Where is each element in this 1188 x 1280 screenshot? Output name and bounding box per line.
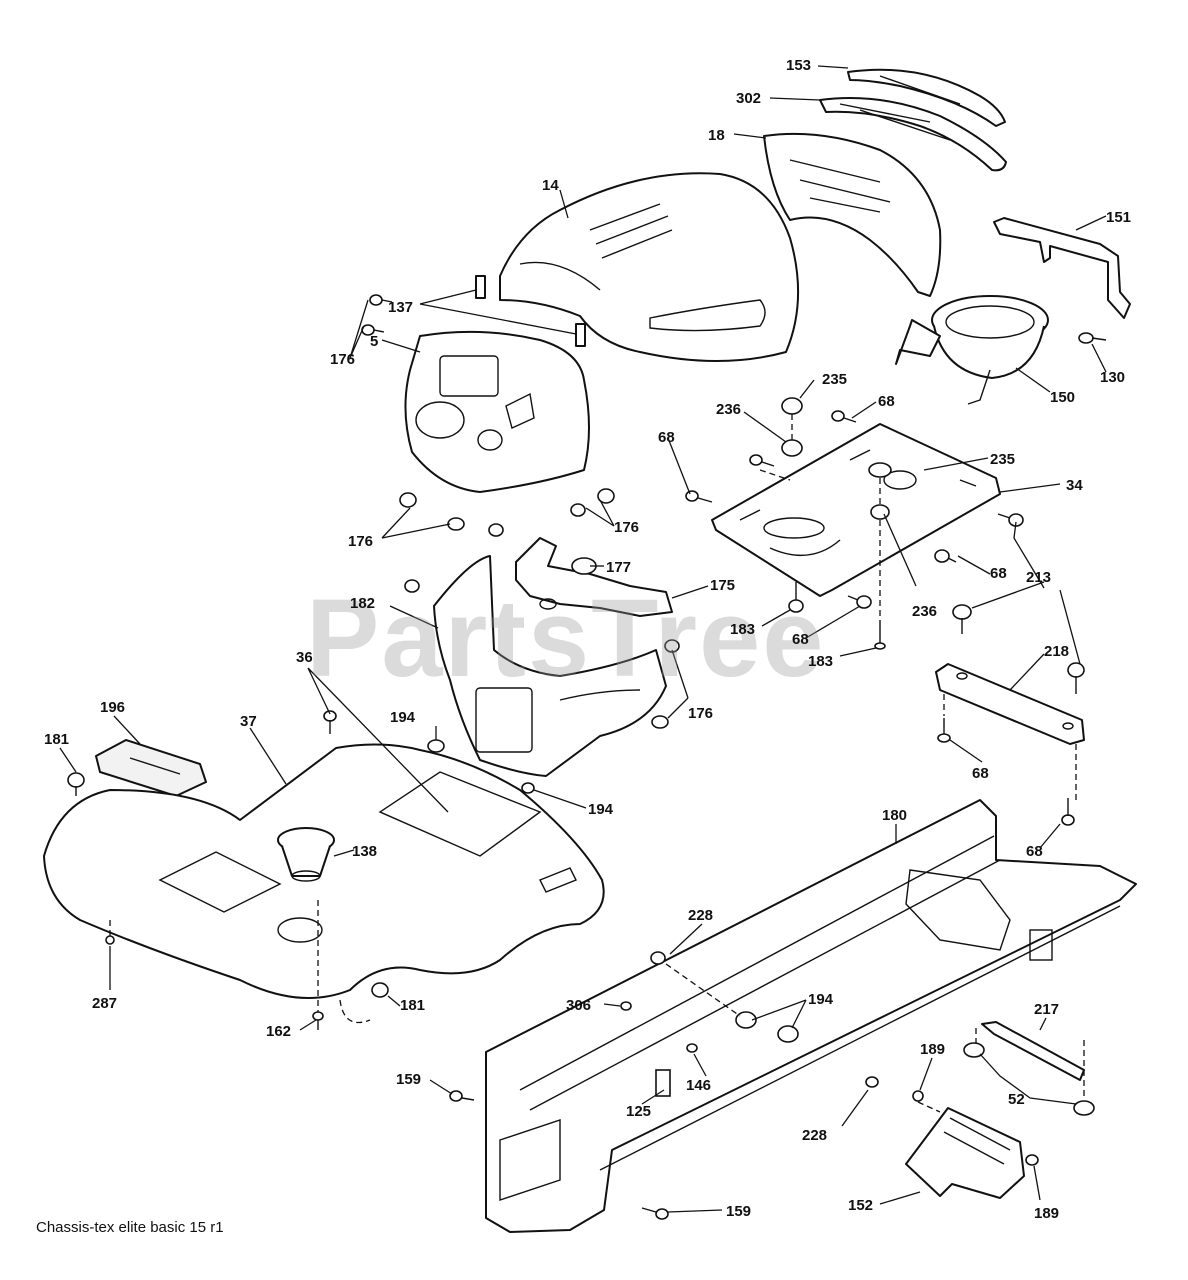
- callout-175: 175: [710, 577, 735, 594]
- callout-176-b: 176: [348, 533, 373, 550]
- callout-14: 14: [542, 177, 559, 194]
- part-14-hood: [499, 172, 800, 362]
- part-218-bar: [935, 663, 1085, 745]
- part-196-decal: [95, 739, 207, 797]
- callout-183-b: 183: [808, 653, 833, 670]
- callout-36: 36: [296, 649, 313, 666]
- callout-189-a: 189: [920, 1041, 945, 1058]
- callout-194-c: 194: [808, 991, 834, 1008]
- callout-34: 34: [1066, 477, 1083, 494]
- part-150-cup-holder: [895, 295, 1049, 405]
- callout-176-a: 176: [330, 351, 355, 368]
- callout-137: 137: [388, 299, 413, 316]
- callout-236-a: 236: [716, 401, 741, 418]
- part-37-fender: [43, 743, 605, 999]
- part-217-rod: [981, 1021, 1085, 1081]
- part-137-clips: [475, 275, 586, 347]
- callout-228-a: 228: [688, 907, 713, 924]
- callout-68-d: 68: [792, 631, 809, 648]
- callout-218: 218: [1044, 643, 1069, 660]
- callout-181-a: 181: [44, 731, 69, 748]
- leader-lines: [59, 65, 1107, 1213]
- callout-236-b: 236: [912, 603, 937, 620]
- callout-52: 52: [1008, 1091, 1025, 1108]
- callout-302: 302: [736, 90, 761, 107]
- callout-37: 37: [240, 713, 257, 730]
- part-5-dash-panel: [404, 330, 590, 493]
- callout-68-e: 68: [972, 765, 989, 782]
- callout-138: 138: [352, 843, 377, 860]
- callout-213: 213: [1026, 569, 1051, 586]
- part-175-pedal-bracket: [515, 537, 673, 617]
- callout-235-b: 235: [990, 451, 1015, 468]
- callout-130: 130: [1100, 369, 1125, 386]
- hardware-fasteners: [67, 294, 1095, 1220]
- callout-151: 151: [1106, 209, 1131, 226]
- callout-217: 217: [1034, 1001, 1059, 1018]
- callout-18: 18: [708, 127, 725, 144]
- callout-183-a: 183: [730, 621, 755, 638]
- callout-68-f: 68: [1026, 843, 1043, 860]
- diagram-caption: Chassis-tex elite basic 15 r1: [36, 1219, 224, 1236]
- part-34-support-plate: [711, 423, 1001, 597]
- callout-176-c: 176: [614, 519, 639, 536]
- watermark: PartsTree: [306, 577, 825, 700]
- callout-182: 182: [350, 595, 375, 612]
- callout-287: 287: [92, 995, 117, 1012]
- callout-180: 180: [882, 807, 907, 824]
- callout-68-b: 68: [658, 429, 675, 446]
- callout-176-d: 176: [688, 705, 713, 722]
- callout-5: 5: [370, 333, 378, 350]
- part-130-screw: [1078, 332, 1107, 344]
- callout-labels: 153 302 18 14 151 137 5 176 130 150 235 …: [44, 57, 1131, 1222]
- callout-125: 125: [626, 1103, 651, 1120]
- callout-152: 152: [848, 1197, 873, 1214]
- callout-306: 306: [566, 997, 591, 1014]
- part-152-cover: [905, 1107, 1025, 1199]
- callout-194-a: 194: [390, 709, 416, 726]
- callout-196: 196: [100, 699, 125, 716]
- part-182-lower-console: [433, 555, 667, 777]
- callout-68-c: 68: [990, 565, 1007, 582]
- part-151-bracket: [993, 217, 1131, 319]
- callout-228-b: 228: [802, 1127, 827, 1144]
- callout-150: 150: [1050, 389, 1075, 406]
- callout-68-a: 68: [878, 393, 895, 410]
- callout-159-a: 159: [396, 1071, 421, 1088]
- part-138-boot: [277, 827, 335, 882]
- part-180-frame: [485, 799, 1137, 1233]
- callout-181-b: 181: [400, 997, 425, 1014]
- callout-194-b: 194: [588, 801, 614, 818]
- callout-177: 177: [606, 559, 631, 576]
- callout-159-b: 159: [726, 1203, 751, 1220]
- callout-235-a: 235: [822, 371, 847, 388]
- callout-162: 162: [266, 1023, 291, 1040]
- part-302-grille-insert: [819, 97, 1007, 172]
- callout-146: 146: [686, 1077, 711, 1094]
- callout-189-b: 189: [1034, 1205, 1059, 1222]
- callout-153: 153: [786, 57, 811, 74]
- assembly-dashed-lines: [109, 414, 1085, 1113]
- part-153-trim-strip: [847, 68, 1006, 127]
- part-18-grille: [763, 132, 942, 297]
